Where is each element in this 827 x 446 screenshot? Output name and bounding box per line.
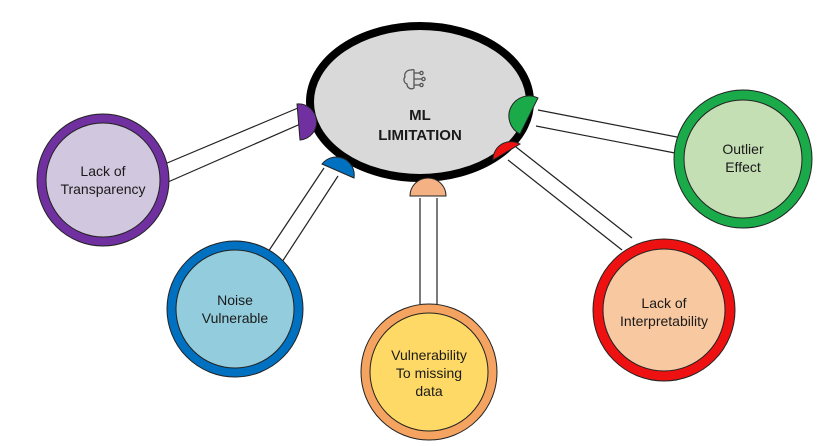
connector-transparency [159, 107, 306, 183]
node-missing-data-line3: data [415, 383, 442, 399]
connector-cap-outlier [508, 95, 539, 135]
node-missing-data: Vulnerability To missing data [360, 303, 498, 441]
node-missing-data-line1: Vulnerability [391, 347, 467, 363]
connector-missing-data [419, 198, 438, 304]
connector-interpretability [507, 146, 633, 251]
node-outlier: Outlier Effect [673, 89, 813, 229]
brain-circuit-icon [403, 68, 426, 90]
node-transparency-line2: Transparency [60, 181, 145, 197]
node-missing-data-line2: To missing [396, 365, 462, 381]
connector-cap-missing-data [409, 177, 447, 197]
connector-cap-transparency [296, 103, 318, 141]
node-outlier-line2: Effect [725, 159, 761, 175]
center-title-line2: LIMITATION [378, 127, 462, 144]
node-outlier-line1: Outlier [722, 141, 764, 157]
node-interpretability-line1: Lack of [641, 295, 686, 311]
node-transparency-line1: Lack of [80, 163, 125, 179]
node-noise-line1: Noise [217, 292, 253, 308]
center-title-line1: ML [409, 107, 431, 124]
connector-cap-noise [321, 156, 355, 179]
node-transparency: Lack of Transparency [36, 113, 170, 247]
connector-outlier [535, 109, 683, 155]
node-interpretability-line2: Interpretability [620, 313, 708, 329]
node-interpretability: Lack of Interpretability [592, 238, 736, 382]
connector-noise [267, 167, 339, 263]
node-noise-line2: Vulnerable [202, 310, 269, 326]
connector-cap-interpretability [492, 141, 521, 161]
node-noise: Noise Vulnerable [166, 240, 304, 378]
